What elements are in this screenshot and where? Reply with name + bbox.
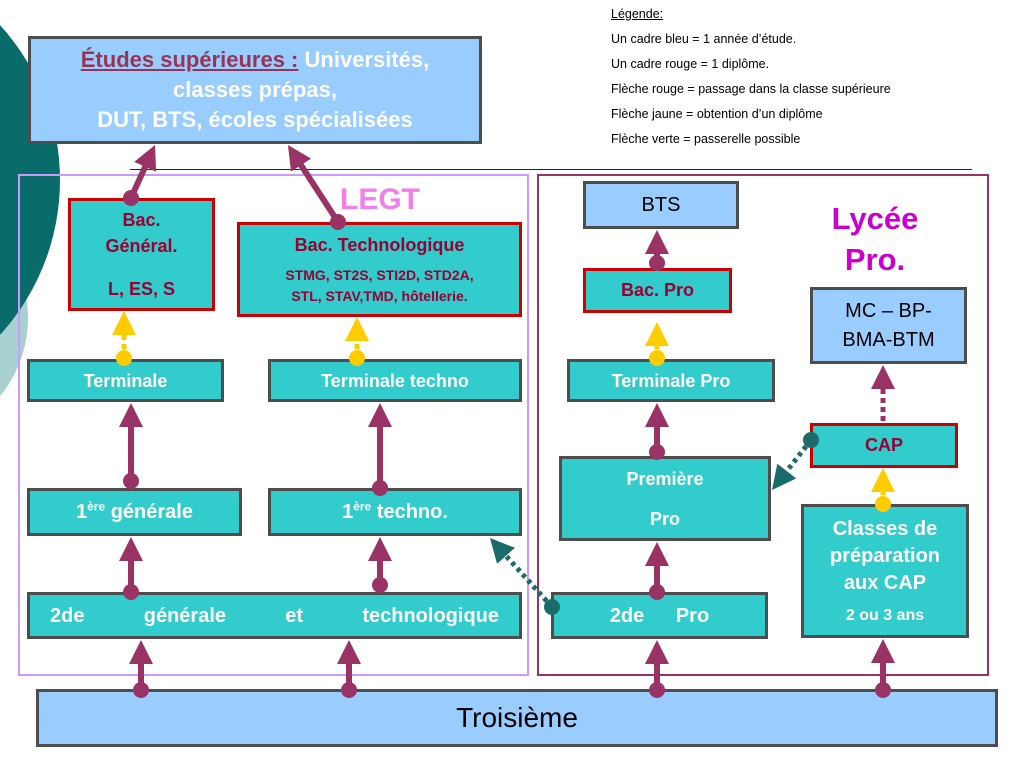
prep-cap-line2: préparation xyxy=(829,545,941,567)
premiere-pro-line1: Première xyxy=(626,468,704,489)
bac-general-box: Bac. Général. L, ES, S xyxy=(68,198,215,311)
lycee-pro-label: Lycée Pro. xyxy=(800,198,950,280)
bac-technologique-series: STMG, ST2S, STI2D, STD2A, STL, STAV,TMD,… xyxy=(285,265,473,307)
bts-label: BTS xyxy=(641,193,681,216)
premiere-pro-box: Première Pro xyxy=(559,456,771,541)
higher-education-heading: Études supérieures : xyxy=(80,47,299,72)
bac-general-line2: Général. xyxy=(105,236,178,256)
premiere-techno-number: 1 xyxy=(342,501,354,523)
higher-education-line1-rest: Universités, xyxy=(298,47,430,72)
prep-cap-duration: 2 ou 3 ans xyxy=(845,607,925,624)
seconde-pro-label: 2de Pro xyxy=(609,604,710,627)
higher-education-line1: Études supérieures : Universités, xyxy=(81,45,429,75)
terminale-pro-label: Terminale Pro xyxy=(611,370,731,391)
higher-education-line2: classes prépas, xyxy=(173,77,337,102)
premiere-techno-sup: ère xyxy=(353,499,372,514)
cap-label: CAP xyxy=(864,435,903,455)
legt-frame xyxy=(18,174,529,676)
legt-label: LEGT xyxy=(340,183,420,216)
seconde-generale-technologique-label: 2de générale et technologique xyxy=(50,604,499,627)
premiere-generale-label: 1ère générale xyxy=(76,500,193,524)
terminale-techno-label: Terminale techno xyxy=(321,370,469,391)
legend-item-red-arrow: Flèche rouge = passage dans la classe su… xyxy=(611,82,891,96)
lycee-pro-label-line2: Pro. xyxy=(844,242,906,277)
bac-technologique-series-line2: STL, STAV,TMD, hôtellerie. xyxy=(291,287,468,304)
premiere-generale-number: 1 xyxy=(76,501,88,523)
legend-item-red-frame: Un cadre rouge = 1 diplôme. xyxy=(611,57,770,71)
cap-box: CAP xyxy=(810,423,958,468)
legend-item-green-arrow: Flèche verte = passerelle possible xyxy=(611,132,801,146)
legend-item-yellow-arrow: Flèche jaune = obtention d’un diplôme xyxy=(611,107,823,121)
legend: Légende: Un cadre bleu = 1 année d’étude… xyxy=(611,2,1011,152)
seconde-generale-technologique-box: 2de générale et technologique xyxy=(27,592,522,639)
bac-pro-label: Bac. Pro xyxy=(620,280,695,300)
terminale-techno-box: Terminale techno xyxy=(268,359,522,402)
bac-technologique-series-line1: STMG, ST2S, STI2D, STD2A, xyxy=(285,266,474,283)
prep-cap-box: Classes de préparation aux CAP 2 ou 3 an… xyxy=(801,504,969,638)
terminale-pro-box: Terminale Pro xyxy=(567,359,775,402)
premiere-generale-box: 1ère générale xyxy=(27,488,242,536)
legend-item-blue-frame: Un cadre bleu = 1 année d’étude. xyxy=(611,32,797,46)
terminale-box: Terminale xyxy=(27,359,224,402)
troisieme-label: Troisième xyxy=(456,702,578,733)
prep-cap-line3: aux CAP xyxy=(843,572,927,594)
bac-general-line1: Bac. xyxy=(122,210,161,230)
premiere-techno-label: 1ère techno. xyxy=(342,500,448,524)
troisieme-box: Troisième xyxy=(36,689,998,747)
terminale-label: Terminale xyxy=(83,370,168,391)
legend-divider xyxy=(130,169,972,170)
lycee-pro-frame xyxy=(537,174,989,676)
premiere-techno-rest: techno. xyxy=(371,501,448,523)
mc-line2: BMA-BTM xyxy=(842,328,935,351)
higher-education-line3: DUT, BTS, écoles spécialisées xyxy=(97,107,413,132)
bac-pro-box: Bac. Pro xyxy=(583,268,732,313)
prep-cap-line1: Classes de xyxy=(832,518,938,540)
premiere-generale-rest: générale xyxy=(105,501,193,523)
premiere-generale-sup: ère xyxy=(87,499,106,514)
higher-education-box: Études supérieures : Universités, classe… xyxy=(28,36,482,144)
bac-technologique-title: Bac. Technologique xyxy=(294,234,465,255)
bac-technologique-box: Bac. Technologique STMG, ST2S, STI2D, ST… xyxy=(237,222,522,317)
mc-line1: MC – BP- xyxy=(845,299,932,322)
mc-bp-bma-btm-box: MC – BP- BMA-BTM xyxy=(810,287,967,364)
bac-general-series: L, ES, S xyxy=(107,279,176,299)
seconde-pro-box: 2de Pro xyxy=(551,592,768,639)
premiere-techno-box: 1ère techno. xyxy=(268,488,522,536)
legend-title: Légende: xyxy=(611,7,664,21)
premiere-pro-line2: Pro xyxy=(649,508,680,529)
lycee-pro-label-line1: Lycée xyxy=(831,201,919,236)
bts-box: BTS xyxy=(583,181,739,229)
